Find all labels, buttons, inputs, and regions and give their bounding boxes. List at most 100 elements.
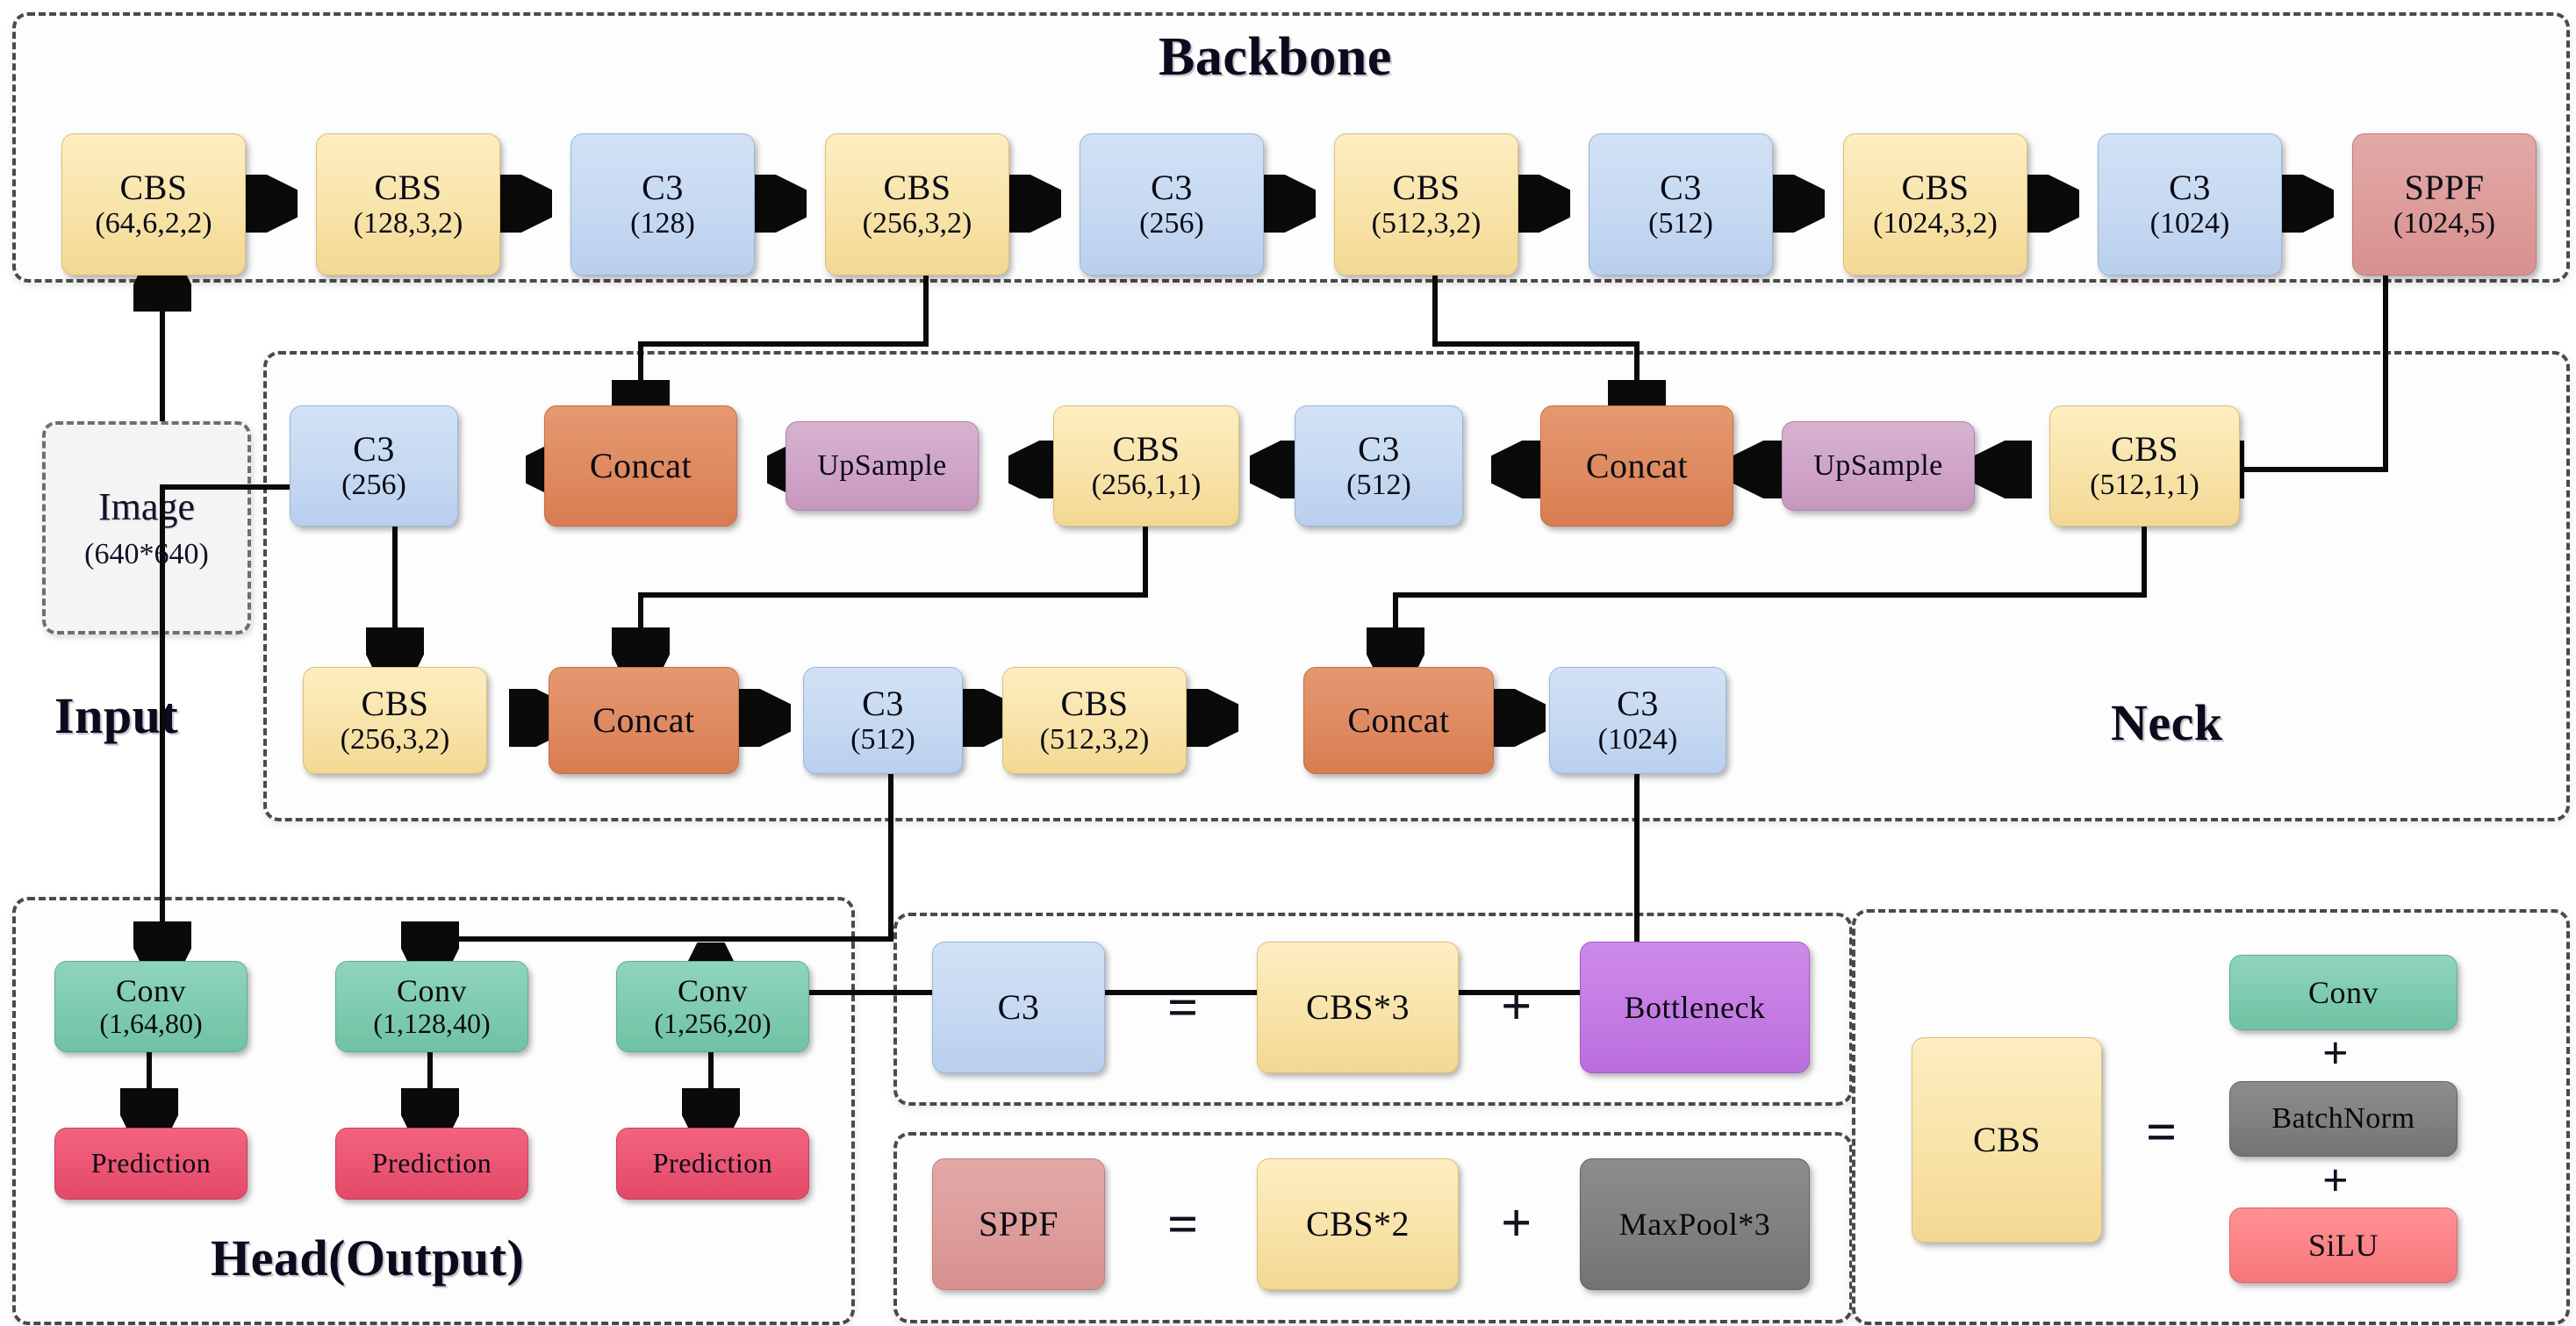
node-params: (256) xyxy=(1139,207,1204,240)
neck-node-cbs-256-1-1[interactable]: CBS (256,1,1) xyxy=(1053,405,1239,527)
node-title: MaxPool*3 xyxy=(1618,1206,1771,1242)
legend-sppf-equals: = xyxy=(1167,1195,1199,1255)
node-title: CBS xyxy=(1060,683,1129,723)
node-params: (256) xyxy=(341,469,406,502)
neck-node-c3-512-b[interactable]: C3 (512) xyxy=(803,667,963,774)
neck-node-c3-512[interactable]: C3 (512) xyxy=(1295,405,1463,527)
head-node-conv-2[interactable]: Conv (1,128,40) xyxy=(335,961,528,1052)
node-params: (512) xyxy=(1648,207,1713,240)
head-node-conv-1[interactable]: Conv (1,64,80) xyxy=(54,961,248,1052)
node-title: C3 xyxy=(353,428,395,469)
neck-node-concat-1[interactable]: Concat xyxy=(544,405,737,527)
backbone-node-cbs-4[interactable]: CBS (512,3,2) xyxy=(1334,133,1518,276)
node-title: Concat xyxy=(1347,699,1450,740)
node-title: Prediction xyxy=(371,1147,492,1179)
node-title: Conv xyxy=(115,972,186,1008)
legend-cbs-lhs[interactable]: CBS xyxy=(1912,1037,2102,1243)
node-params: (1,128,40) xyxy=(373,1007,491,1040)
backbone-node-c3-1024[interactable]: C3 (1024) xyxy=(2098,133,2282,276)
node-title: C3 xyxy=(1151,167,1193,207)
neck-node-c3-1024[interactable]: C3 (1024) xyxy=(1549,667,1726,774)
node-title: C3 xyxy=(1617,683,1659,723)
node-title: CBS xyxy=(2110,428,2179,469)
node-title: CBS xyxy=(361,683,429,723)
node-title: CBS xyxy=(374,167,442,207)
node-params: (512) xyxy=(850,723,915,756)
node-title: Prediction xyxy=(90,1147,212,1179)
neck-node-concat-3[interactable]: Concat xyxy=(549,667,739,774)
backbone-node-c3-256[interactable]: C3 (256) xyxy=(1080,133,1264,276)
backbone-node-sppf[interactable]: SPPF (1024,5) xyxy=(2352,133,2537,276)
legend-sppf-term-cbs2[interactable]: CBS*2 xyxy=(1257,1158,1459,1290)
node-title: UpSample xyxy=(1813,448,1943,482)
legend-c3-term-cbs3[interactable]: CBS*3 xyxy=(1257,942,1459,1073)
neck-node-cbs-512-3-2[interactable]: CBS (512,3,2) xyxy=(1002,667,1187,774)
node-params: (256,3,2) xyxy=(340,723,450,756)
neck-node-concat-2[interactable]: Concat xyxy=(1540,405,1733,527)
node-title: Bottleneck xyxy=(1624,989,1766,1025)
node-params: (1,64,80) xyxy=(99,1007,203,1040)
node-params: (512) xyxy=(1346,469,1411,502)
backbone-node-cbs-5[interactable]: CBS (1024,3,2) xyxy=(1843,133,2027,276)
backbone-node-cbs-2[interactable]: CBS (128,3,2) xyxy=(316,133,500,276)
node-title: Conv xyxy=(2307,974,2379,1010)
node-title: SPPF xyxy=(2404,167,2485,207)
node-title: C3 xyxy=(642,167,684,207)
node-params: (1024) xyxy=(2149,207,2230,240)
neck-node-concat-4[interactable]: Concat xyxy=(1303,667,1494,774)
node-title: BatchNorm xyxy=(2271,1101,2415,1135)
node-params: (512,3,2) xyxy=(1371,207,1482,240)
backbone-label: Backbone xyxy=(1159,27,1392,87)
node-title: C3 xyxy=(2169,167,2211,207)
input-label: Input xyxy=(54,687,179,744)
input-image-size: (640*640) xyxy=(84,538,209,570)
node-params: (256,1,1) xyxy=(1091,469,1202,502)
legend-c3-term-bottleneck[interactable]: Bottleneck xyxy=(1580,942,1810,1073)
neck-label: Neck xyxy=(2111,694,2223,751)
node-params: (1024,5) xyxy=(2393,207,2496,240)
node-params: (1024) xyxy=(1597,723,1678,756)
node-title: UpSample xyxy=(817,448,947,482)
head-node-prediction-3[interactable]: Prediction xyxy=(616,1128,809,1200)
backbone-node-c3-128[interactable]: C3 (128) xyxy=(570,133,755,276)
head-node-prediction-1[interactable]: Prediction xyxy=(54,1128,248,1200)
legend-cbs-equals: = xyxy=(2146,1103,2178,1163)
node-title: CBS xyxy=(883,167,951,207)
input-image-box[interactable]: Image (640*640) xyxy=(42,421,251,634)
backbone-node-cbs-3[interactable]: CBS (256,3,2) xyxy=(825,133,1009,276)
legend-sppf-lhs[interactable]: SPPF xyxy=(932,1158,1105,1290)
backbone-node-c3-512[interactable]: C3 (512) xyxy=(1589,133,1773,276)
neck-node-cbs-512-1-1[interactable]: CBS (512,1,1) xyxy=(2049,405,2240,527)
node-params: (1,256,20) xyxy=(654,1007,771,1040)
node-params: (128) xyxy=(630,207,695,240)
neck-node-cbs-256-3-2[interactable]: CBS (256,3,2) xyxy=(303,667,487,774)
legend-cbs-term-conv[interactable]: Conv xyxy=(2229,955,2458,1030)
node-title: C3 xyxy=(1660,167,1702,207)
node-title: SPPF xyxy=(979,1203,1058,1244)
node-params: (64,6,2,2) xyxy=(95,207,212,240)
node-title: C3 xyxy=(997,986,1040,1027)
legend-c3-lhs[interactable]: C3 xyxy=(932,942,1105,1073)
neck-node-upsample-2[interactable]: UpSample xyxy=(1782,421,1975,511)
backbone-node-cbs-1[interactable]: CBS (64,6,2,2) xyxy=(61,133,246,276)
legend-cbs-term-silu[interactable]: SiLU xyxy=(2229,1208,2458,1283)
legend-sppf-term-maxpool[interactable]: MaxPool*3 xyxy=(1580,1158,1810,1290)
legend-cbs-plus-1: + xyxy=(2322,1029,2349,1079)
node-title: C3 xyxy=(862,683,904,723)
node-title: Concat xyxy=(589,445,692,485)
head-node-conv-3[interactable]: Conv (1,256,20) xyxy=(616,961,809,1052)
node-params: (512,3,2) xyxy=(1039,723,1150,756)
neck-node-c3-256[interactable]: C3 (256) xyxy=(290,405,458,527)
node-title: CBS xyxy=(1112,428,1180,469)
legend-cbs-term-batchnorm[interactable]: BatchNorm xyxy=(2229,1081,2458,1157)
neck-node-upsample-1[interactable]: UpSample xyxy=(786,421,979,511)
node-params: (1024,3,2) xyxy=(1873,207,1998,240)
node-title: Concat xyxy=(592,699,695,740)
node-title: CBS xyxy=(1901,167,1970,207)
head-node-prediction-2[interactable]: Prediction xyxy=(335,1128,528,1200)
head-label: Head(Output) xyxy=(211,1229,525,1287)
legend-cbs-plus-2: + xyxy=(2322,1156,2349,1206)
node-title: CBS xyxy=(1972,1119,2041,1159)
node-params: (512,1,1) xyxy=(2090,469,2199,502)
